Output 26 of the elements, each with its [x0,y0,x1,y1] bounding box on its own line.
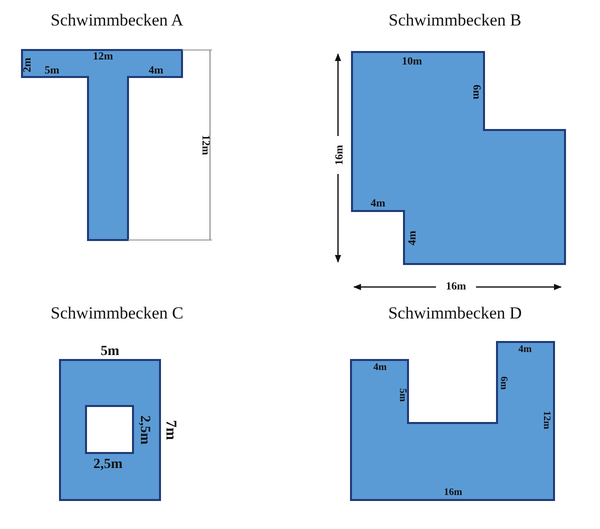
dimension-label: 4m [408,230,418,246]
dimension-label: 10m [402,56,422,68]
dimension-label: 5m [44,66,60,76]
dimension-label: 5m [100,345,120,359]
dimension-label: 2m [22,58,34,72]
pool-title: Schwimmbecken C [50,304,184,322]
dimension-label: 4m [148,66,164,76]
pool-title: Schwimmbecken B [388,12,522,28]
dimension-label: 16m [446,282,466,292]
pool-title: Schwimmbecken D [388,304,522,322]
dimension-label: 12m [92,52,114,62]
dimension-label: 4m [518,345,532,355]
dimension-label: 2,5m [93,458,123,472]
dimension-label: 4m [373,363,387,373]
dimension-label: 12m [200,134,210,156]
dimension-label: 2,5m [137,415,151,445]
dimension-label: 16m [444,488,462,498]
dimension-label: 12m [541,410,551,430]
dimension-label: 16m [334,144,346,166]
dimension-label: 6m [498,376,508,390]
dimension-label: 6m [470,84,482,100]
dimension-label: 5m [397,388,407,402]
dimension-label: 4m [370,198,386,210]
pool-title: Schwimmbecken A [50,12,184,28]
cutout-square [85,405,134,454]
dimension-label: 7m [162,420,178,440]
